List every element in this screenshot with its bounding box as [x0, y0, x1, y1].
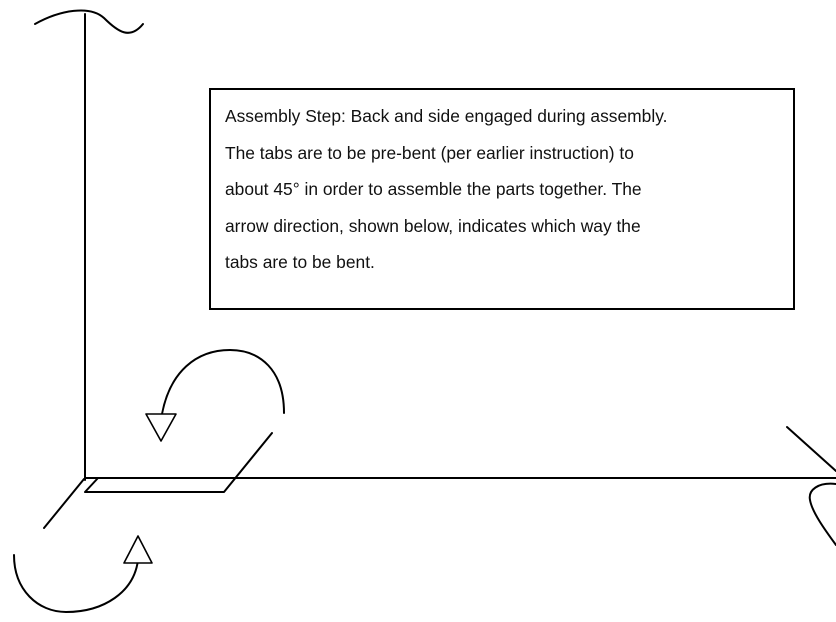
callout-line-3: about 45° in order to assemble the parts… — [225, 179, 642, 199]
curved-arrow-up-icon — [13, 535, 153, 613]
back-panel-break-mark — [34, 9, 144, 34]
lower-diagonal-edge — [43, 478, 85, 529]
right-break-mark — [808, 482, 836, 546]
assembly-step-callout: Assembly Step: Back and side engaged dur… — [209, 88, 795, 310]
right-diagonal-edge — [786, 426, 836, 472]
curved-arrow-down-icon — [145, 349, 285, 442]
bent-tab — [84, 432, 273, 493]
callout-line-4: arrow direction, shown below, indicates … — [225, 215, 641, 236]
callout-line-1: Assembly Step: Back and side engaged dur… — [225, 106, 668, 126]
callout-line-5: tabs are to be bent. — [225, 252, 375, 272]
callout-line-2: The tabs are to be pre-bent (per earlier… — [225, 142, 634, 163]
